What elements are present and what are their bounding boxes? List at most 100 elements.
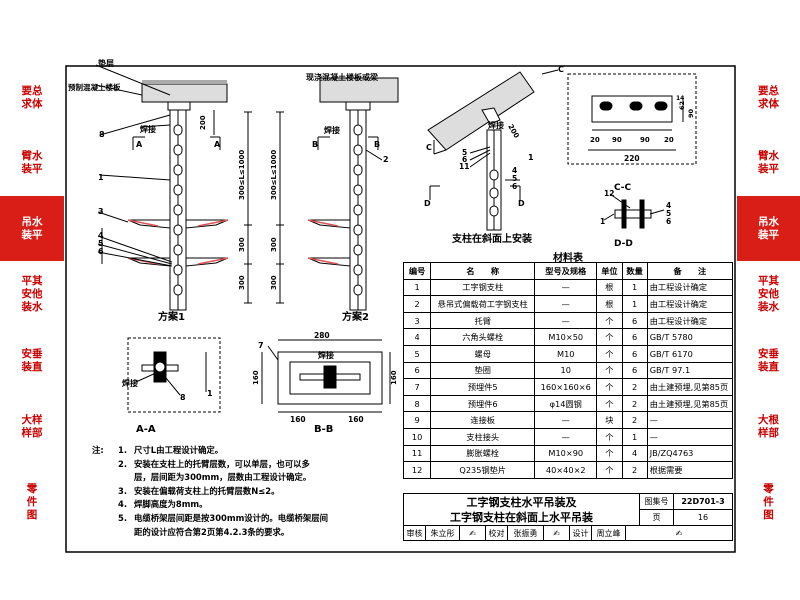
materials-cell: 7 [402,378,432,396]
label-cushion: 垫层 [98,58,114,68]
right-category-tab[interactable]: 要总 求体 [737,66,800,131]
note-number [118,526,134,540]
callout-4-slope: 4 [512,166,517,175]
right-category-tab[interactable]: 零 件 图 [737,460,800,546]
materials-cell: — [534,427,598,446]
note-line: 2.安装在支柱上的托臂层数，可以单层，也可以多 [92,458,396,472]
page-number: 16 [674,510,732,526]
left-category-tab[interactable]: 零 件 图 [0,460,64,546]
note-label [92,512,118,526]
note-label [92,471,118,485]
materials-cell: 个 [596,427,623,446]
materials-cell: — [646,427,734,446]
dim-90-a: 90 [612,136,622,144]
materials-header-cell: 型号及规格 [534,262,598,280]
dim-220: 220 [624,154,640,163]
callout-8-plan1: 8 [99,130,105,139]
callout-1-aa: 1 [207,389,213,398]
left-category-tab[interactable]: 大样 样部 [0,394,64,460]
right-category-tab[interactable]: 安垂 装直 [737,328,800,394]
caption-plan1: 方案1 [158,310,185,323]
section-mark-d-right: D [518,199,525,208]
note-text: 安装在偏载荷支柱上的托臂层数N≤2。 [134,485,280,496]
materials-cell: 个 [596,444,623,463]
callout-6-plan1: 6 [98,247,104,256]
right-category-tab[interactable]: 平其 安他 装水 [737,262,800,328]
materials-cell: 6 [402,361,432,380]
callout-1-plan1: 1 [98,173,104,182]
right-category-tab[interactable]: 臂水 装平 [737,131,800,196]
note-label [92,526,118,540]
right-category-tab[interactable]: 大根 样部 [737,394,800,460]
drawing-title-line1: 工字钢支柱水平吊装及 [466,496,577,509]
materials-header-cell: 备 注 [646,262,734,280]
caption-cc: C-C [614,183,632,193]
plan1-drawing [95,64,229,311]
dim-14: 14 [676,95,684,102]
section-mark-c-left: C [426,143,432,152]
callout-3-plan1: 3 [98,207,104,216]
materials-header-cell: 数量 [621,262,648,280]
dim-160-c: 160 [252,370,260,385]
note-label [92,485,118,499]
materials-cell: 由工程设计确定 [646,311,734,330]
dim-300-c: 300 [238,275,246,290]
materials-cell: 根据需要 [646,461,734,479]
caption-plan2: 方案2 [342,310,369,323]
materials-cell: 螺母 [430,344,536,363]
materials-cell: 由工程设计确定 [646,278,734,297]
note-number: 5. [118,512,128,523]
callout-2-plan2: 2 [383,155,389,164]
section-mark-a-left: A [136,140,143,149]
section-mark-b-left: B [312,140,318,149]
slope-drawing [427,69,559,231]
callout-6-slope: 6 [462,155,467,164]
review-label: 审核 [404,526,426,540]
materials-cell: 1 [402,278,432,297]
callout-11-slope: 11 [459,162,469,171]
materials-cell: 1 [621,427,648,446]
left-category-tab[interactable]: 要总 求体 [0,66,64,131]
check-label: 校对 [486,526,508,540]
materials-cell: 2 [621,378,648,396]
materials-cell: 六角头螺栓 [430,328,536,346]
section-aa [127,337,221,413]
note-line: 4.焊脚高度为8mm。 [92,498,396,512]
materials-cell: 根 [596,295,623,313]
checker-signature: ✍ [544,526,570,540]
materials-cell: 由土建预埋,见第85页 [646,378,734,396]
designer-name: 周立峰 [592,526,626,540]
materials-cell: 2 [621,461,648,479]
materials-cell: GB/T 6170 [646,344,734,363]
precast-slab [141,83,228,103]
left-category-tab[interactable]: 安垂 装直 [0,328,64,394]
materials-cell: — [534,278,598,297]
note-number: 3. [118,485,128,496]
left-category-tab[interactable]: 吊水 装平 [0,196,64,262]
materials-cell: 6 [621,311,648,330]
left-category-tab[interactable]: 臂水 装平 [0,131,64,196]
materials-cell: 个 [596,461,623,479]
materials-cell: 4 [402,328,432,346]
left-category-tab[interactable]: 平其 安他 装水 [0,262,64,328]
materials-cell: — [646,411,734,429]
note-number: 4. [118,499,128,510]
caption-dd: D-D [614,239,633,249]
materials-cell: 9 [402,411,432,429]
dim-160-d: 160 [390,370,398,385]
materials-cell: 支柱接头 [430,427,536,446]
note-number: 1. [118,445,128,455]
right-category-tab[interactable]: 吊水 装平 [737,196,800,262]
designer-signature: ✍ [675,528,683,538]
materials-cell: 3 [402,311,432,330]
materials-cell: 块 [596,411,623,429]
atlas-label: 图集号 [640,494,674,510]
